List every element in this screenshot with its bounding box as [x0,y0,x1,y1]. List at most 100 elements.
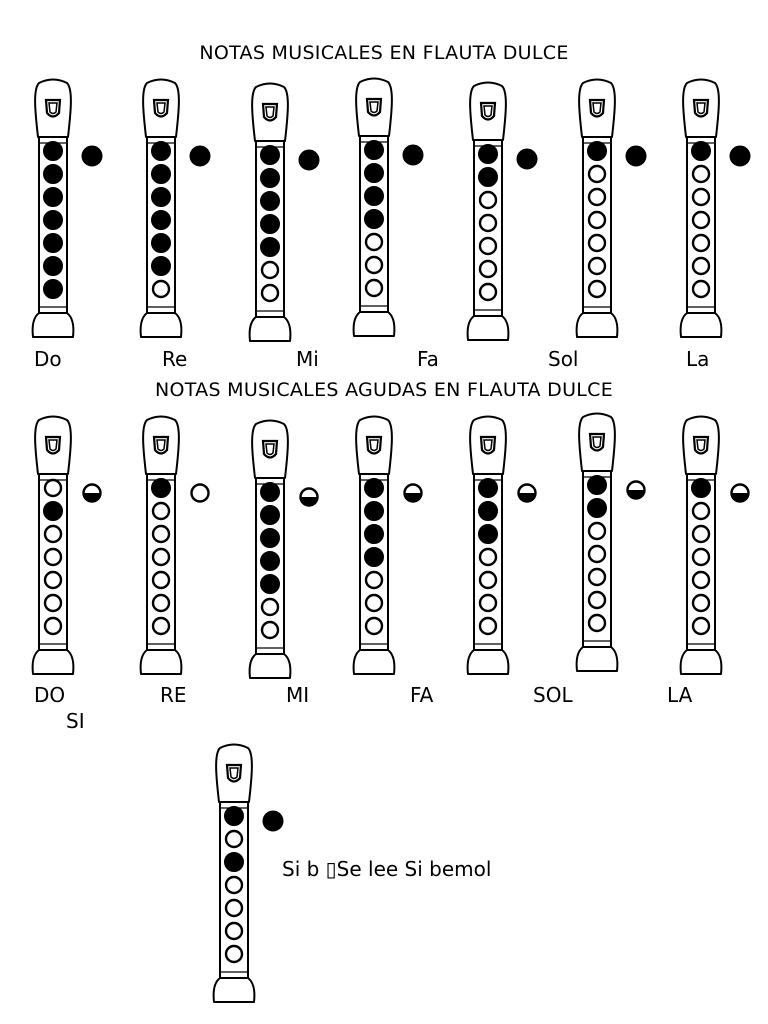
finger-hole [43,233,63,253]
finger-hole [260,145,280,165]
finger-hole [151,547,171,567]
finger-hole [587,567,607,587]
finger-hole [691,616,711,636]
finger-hole [364,616,384,636]
thumb-hole [516,148,538,170]
finger-hole [151,501,171,521]
finger-hole [478,144,498,164]
finger-hole [691,210,711,230]
finger-hole [691,570,711,590]
flute-basic [466,81,538,341]
thumb-hole [730,483,750,503]
thumb-hole [626,480,646,500]
finger-hole [691,141,711,161]
finger-hole [691,478,711,498]
finger-hole [364,232,384,252]
finger-hole [691,547,711,567]
finger-hole [151,256,171,276]
finger-hole [478,167,498,187]
finger-hole [151,478,171,498]
thumb-hole [190,483,210,503]
flute-high [575,412,646,672]
flute-basic [679,78,751,338]
flute-si-bemol [212,743,284,1003]
finger-hole [260,574,280,594]
finger-hole [364,524,384,544]
finger-hole [43,501,63,521]
finger-hole [364,593,384,613]
finger-hole [478,478,498,498]
finger-hole [364,278,384,298]
finger-hole [478,501,498,521]
finger-hole [260,528,280,548]
flute-high [248,419,319,679]
finger-hole [478,570,498,590]
finger-hole [260,283,280,303]
flute-high [31,415,102,675]
finger-hole [587,475,607,495]
note-label-la-high: LA [667,683,693,707]
flute-basic [31,78,103,338]
finger-hole [224,829,244,849]
finger-hole [224,806,244,826]
thumb-hole [189,145,211,167]
finger-hole [260,551,280,571]
finger-hole [364,186,384,206]
finger-hole [43,593,63,613]
finger-hole [224,852,244,872]
flute-basic [352,77,424,337]
finger-hole [364,570,384,590]
finger-hole [587,210,607,230]
finger-hole [43,524,63,544]
finger-hole [260,168,280,188]
finger-hole [260,191,280,211]
note-label-do-high: DO [34,683,66,707]
finger-hole [224,898,244,918]
finger-hole [587,233,607,253]
finger-hole [43,210,63,230]
finger-hole [691,524,711,544]
finger-hole [364,547,384,567]
thumb-hole [262,810,284,832]
finger-hole [43,279,63,299]
thumb-hole [402,144,424,166]
note-label-re: Re [162,347,188,371]
finger-hole [364,255,384,275]
note-label-si-high: SI [66,709,85,733]
finger-hole [587,141,607,161]
thumb-hole [517,483,537,503]
finger-hole [43,256,63,276]
finger-hole [151,593,171,613]
finger-hole [691,501,711,521]
finger-hole [43,616,63,636]
finger-hole [691,593,711,613]
finger-hole [478,236,498,256]
note-label-fa: Fa [417,347,439,371]
thumb-hole [82,483,102,503]
flute-basic [139,78,211,338]
flute-high [352,415,423,675]
finger-hole [364,501,384,521]
section-title-basic: NOTAS MUSICALES EN FLAUTA DULCE [199,42,569,64]
finger-hole [151,616,171,636]
finger-hole [691,187,711,207]
finger-hole [478,213,498,233]
finger-hole [587,521,607,541]
finger-hole [151,524,171,544]
finger-hole [587,279,607,299]
finger-hole [478,616,498,636]
finger-hole [224,944,244,964]
note-label-do: Do [34,347,62,371]
note-label-fa-high: FA [410,683,434,707]
finger-hole [260,260,280,280]
finger-hole [478,259,498,279]
flute-basic [575,78,647,338]
finger-hole [691,164,711,184]
finger-hole [224,875,244,895]
finger-hole [587,613,607,633]
note-label-re-high: RE [160,683,187,707]
finger-hole [478,282,498,302]
finger-hole [260,237,280,257]
finger-hole [587,187,607,207]
section-title-high: NOTAS MUSICALES AGUDAS EN FLAUTA DULCE [154,379,614,401]
